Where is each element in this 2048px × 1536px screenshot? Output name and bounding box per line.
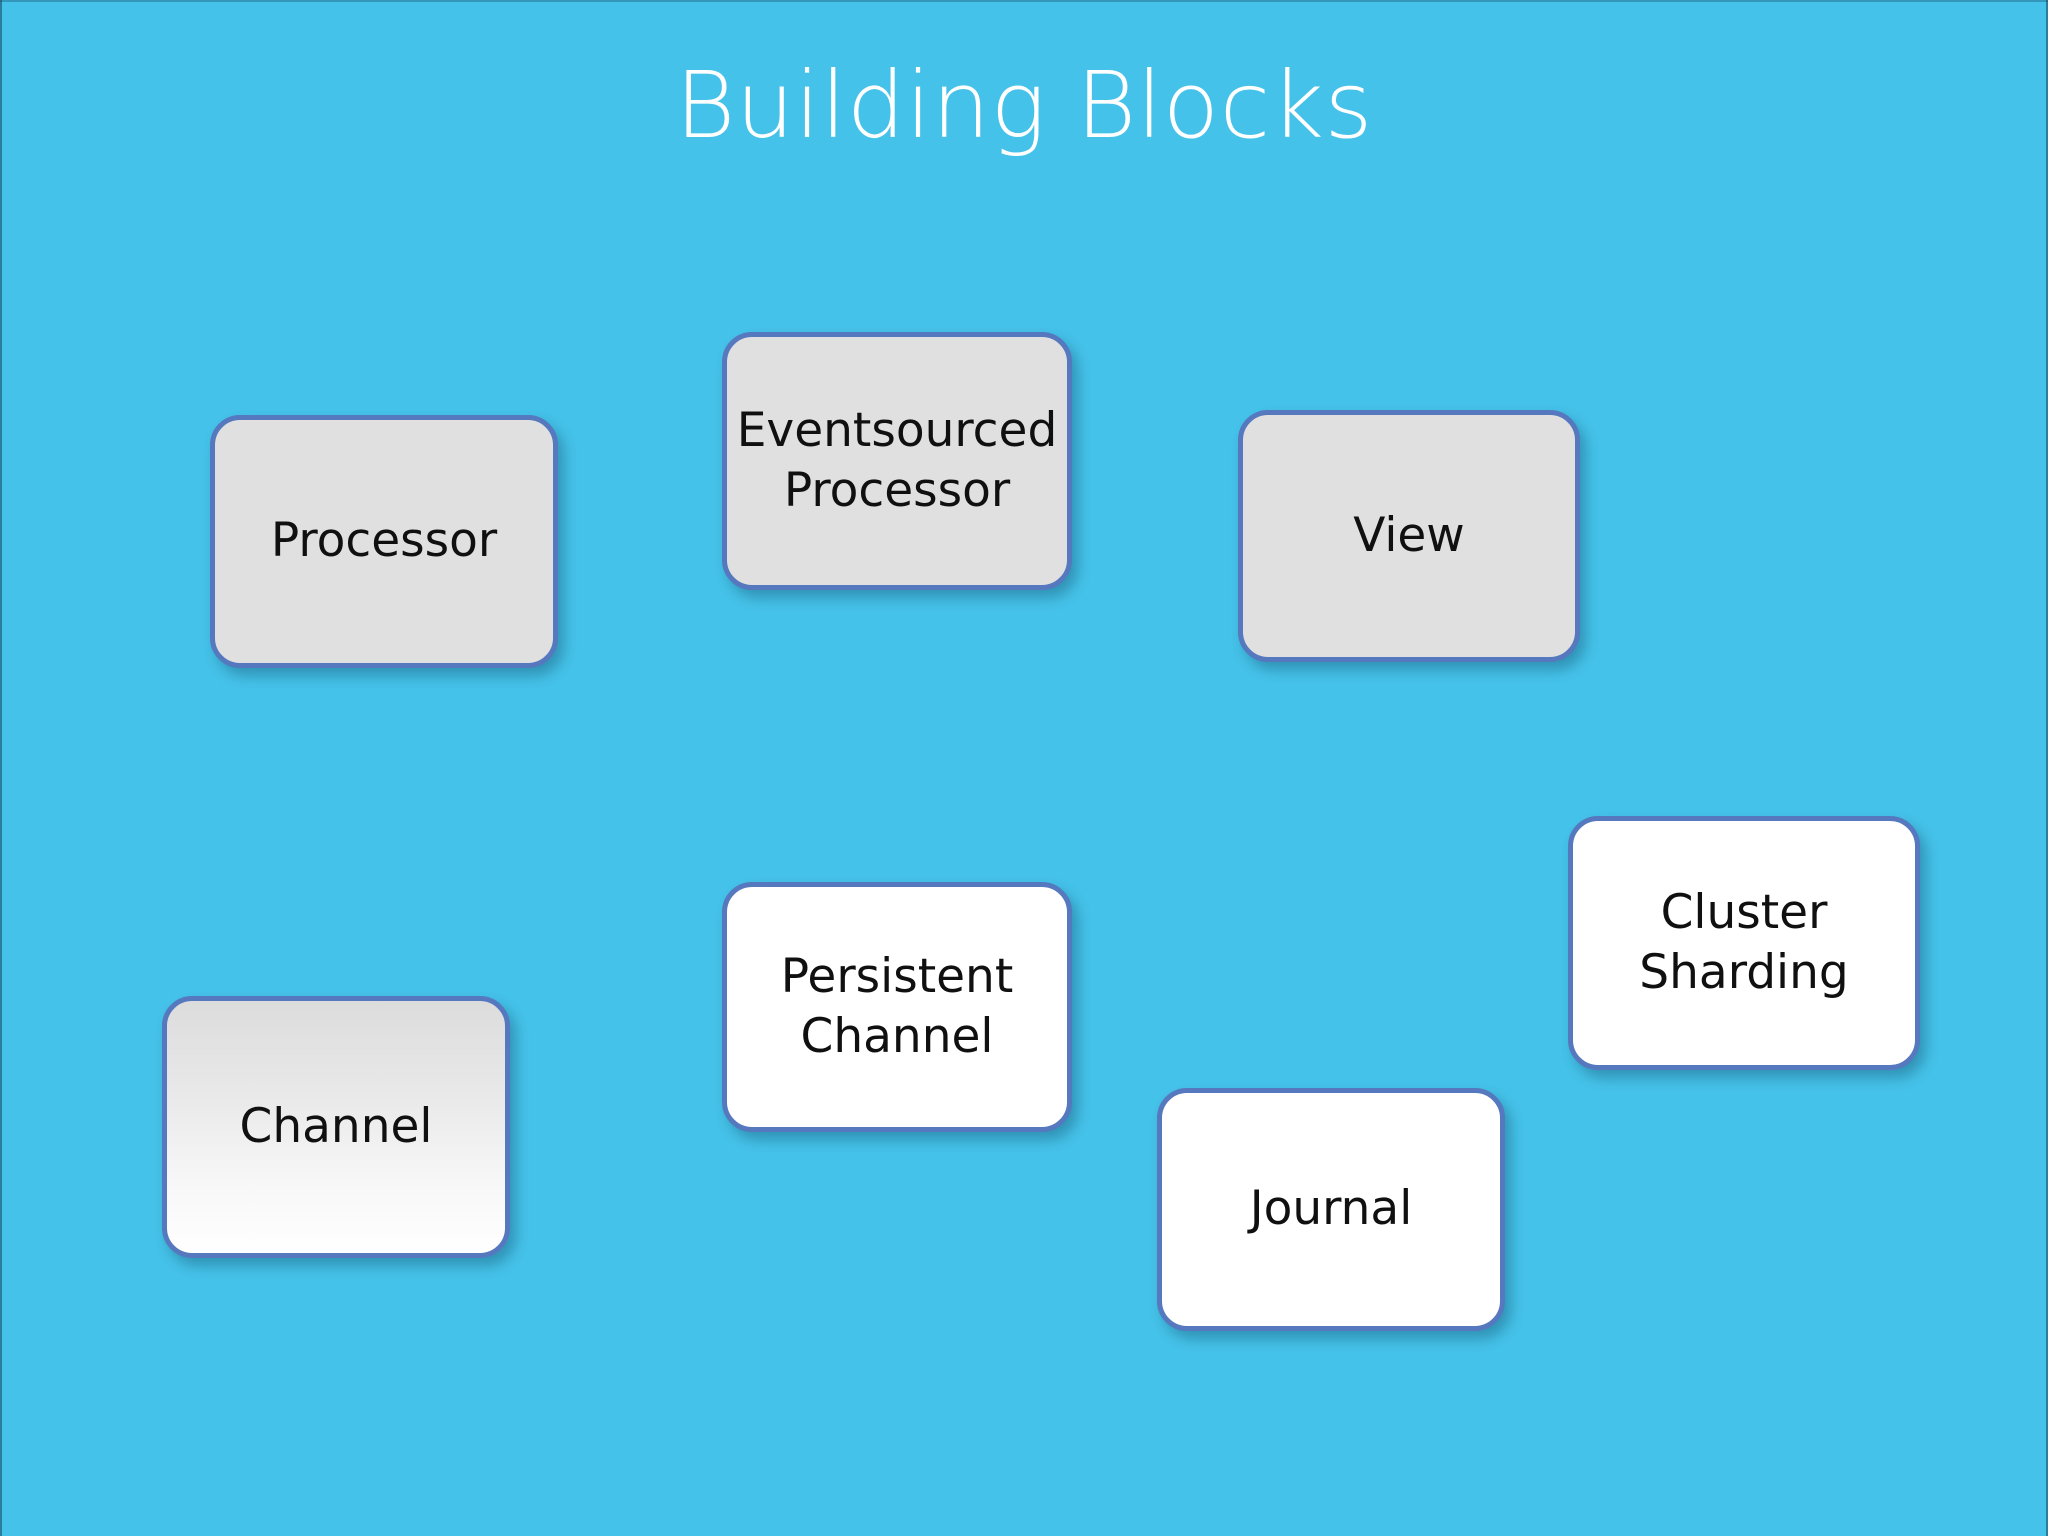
block-eventsourced-processor-label-line1: Eventsourced xyxy=(736,402,1058,458)
block-processor-label: Processor xyxy=(270,513,498,569)
block-processor[interactable]: Processor xyxy=(210,415,558,668)
block-channel[interactable]: Channel xyxy=(162,996,510,1258)
block-view[interactable]: View xyxy=(1238,410,1580,662)
block-channel-label: Channel xyxy=(239,1098,433,1154)
block-journal-label: Journal xyxy=(1249,1181,1413,1237)
block-cluster-sharding-label-line1: Cluster xyxy=(1660,884,1828,940)
block-persistent-channel-label-line1: Persistent xyxy=(780,948,1014,1004)
block-view-label: View xyxy=(1353,507,1465,563)
block-journal[interactable]: Journal xyxy=(1157,1088,1505,1331)
block-cluster-sharding-label-line2: Sharding xyxy=(1639,945,1849,1000)
block-eventsourced-processor-label-line2: Processor xyxy=(783,463,1011,518)
block-persistent-channel-label-line2: Channel xyxy=(800,1009,994,1064)
page-title: Building Blocks xyxy=(675,52,1373,159)
